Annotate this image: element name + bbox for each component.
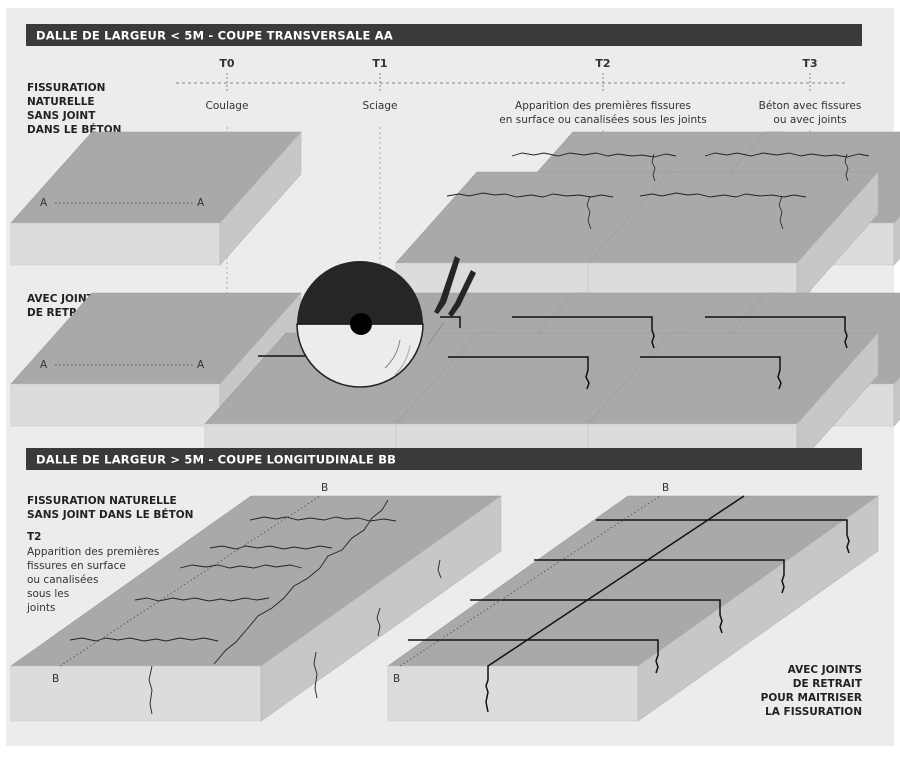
joints-right-slab	[408, 495, 850, 713]
joint-t2-front	[448, 356, 590, 390]
crack-t3-front-side	[778, 195, 784, 230]
crack-t3-back-side	[844, 153, 849, 182]
section2-left-time: T2	[27, 531, 41, 543]
cracks-left-slab	[69, 499, 442, 715]
section2-right-label-line1: AVEC JOINTS	[788, 664, 862, 676]
section-mark-a-right-row1: A	[197, 197, 205, 209]
section-mark-b-bottom-left: B	[52, 673, 59, 685]
section-mark-a-left-row2: A	[40, 359, 48, 371]
timeline-t3-desc-line2: ou avec joints	[773, 114, 846, 126]
joint-t3-front	[640, 356, 782, 390]
timeline-t2-desc-line1: Apparition des premières fissures	[515, 100, 691, 112]
crack-t3-front	[639, 192, 807, 198]
timeline-t2-desc-line2: en surface ou canalisées sous les joints	[499, 114, 706, 126]
timeline-t1-code: T1	[372, 57, 387, 70]
section2-right-label-line3: POUR MAITRISER	[761, 692, 862, 704]
section2-left-desc-line1: Apparition des premières	[27, 546, 159, 558]
timeline-t3-desc-line1: Béton avec fissures	[759, 100, 862, 112]
timeline-t0-desc: Coulage	[206, 100, 249, 112]
joint-t1-back	[440, 316, 461, 328]
row1-label-line3: SANS JOINT	[27, 110, 96, 122]
section2-left-desc-line3: ou canalisées	[27, 574, 98, 586]
crack-t2-front-side	[586, 195, 592, 230]
crack-t2-back-side	[651, 153, 656, 182]
crack-t2-front	[446, 192, 614, 198]
timeline-t1-desc: Sciage	[363, 100, 398, 112]
section2-left-label-line1: FISSURATION NATURELLE	[27, 495, 177, 507]
row1-label-line1: FISSURATION	[27, 82, 105, 94]
row1-label-line2: NATURELLE	[27, 96, 95, 108]
timeline-t2-code: T2	[595, 57, 610, 70]
section2-right-label-line2: DE RETRAIT	[793, 678, 863, 690]
section2-left-desc-line5: joints	[26, 602, 56, 614]
section2-left-desc-line2: fissures en surface	[27, 560, 126, 572]
saw-motion-icon	[427, 256, 476, 346]
joint-t3-back	[705, 316, 848, 349]
section2-left-label-line2: SANS JOINT DANS LE BÉTON	[27, 508, 193, 521]
section-mark-a-left-row1: A	[40, 197, 48, 209]
section1-header-bar	[26, 24, 862, 46]
section2-header-bar	[26, 448, 862, 470]
section-mark-b-top-right: B	[662, 482, 669, 494]
section-mark-b-bottom-right: B	[393, 673, 400, 685]
joint-t2-back	[512, 316, 655, 349]
timeline-t0-code: T0	[219, 57, 235, 70]
section-mark-b-top-left: B	[321, 482, 328, 494]
crack-t3-back	[704, 152, 870, 158]
section-mark-a-right-row2: A	[197, 359, 205, 371]
section1-title: DALLE DE LARGEUR < 5M - COUPE TRANSVERSA…	[36, 29, 393, 43]
saw-blade-icon	[296, 261, 424, 388]
section2-right-label-line4: LA FISSURATION	[765, 706, 862, 718]
section2-left-desc-line4: sous les	[27, 588, 69, 600]
timeline-t3-code: T3	[802, 57, 817, 70]
section2-title: DALLE DE LARGEUR > 5M - COUPE LONGITUDIN…	[36, 453, 396, 467]
crack-t2-back	[511, 152, 677, 158]
row2-label-line1: AVEC JOINTS	[27, 293, 101, 305]
